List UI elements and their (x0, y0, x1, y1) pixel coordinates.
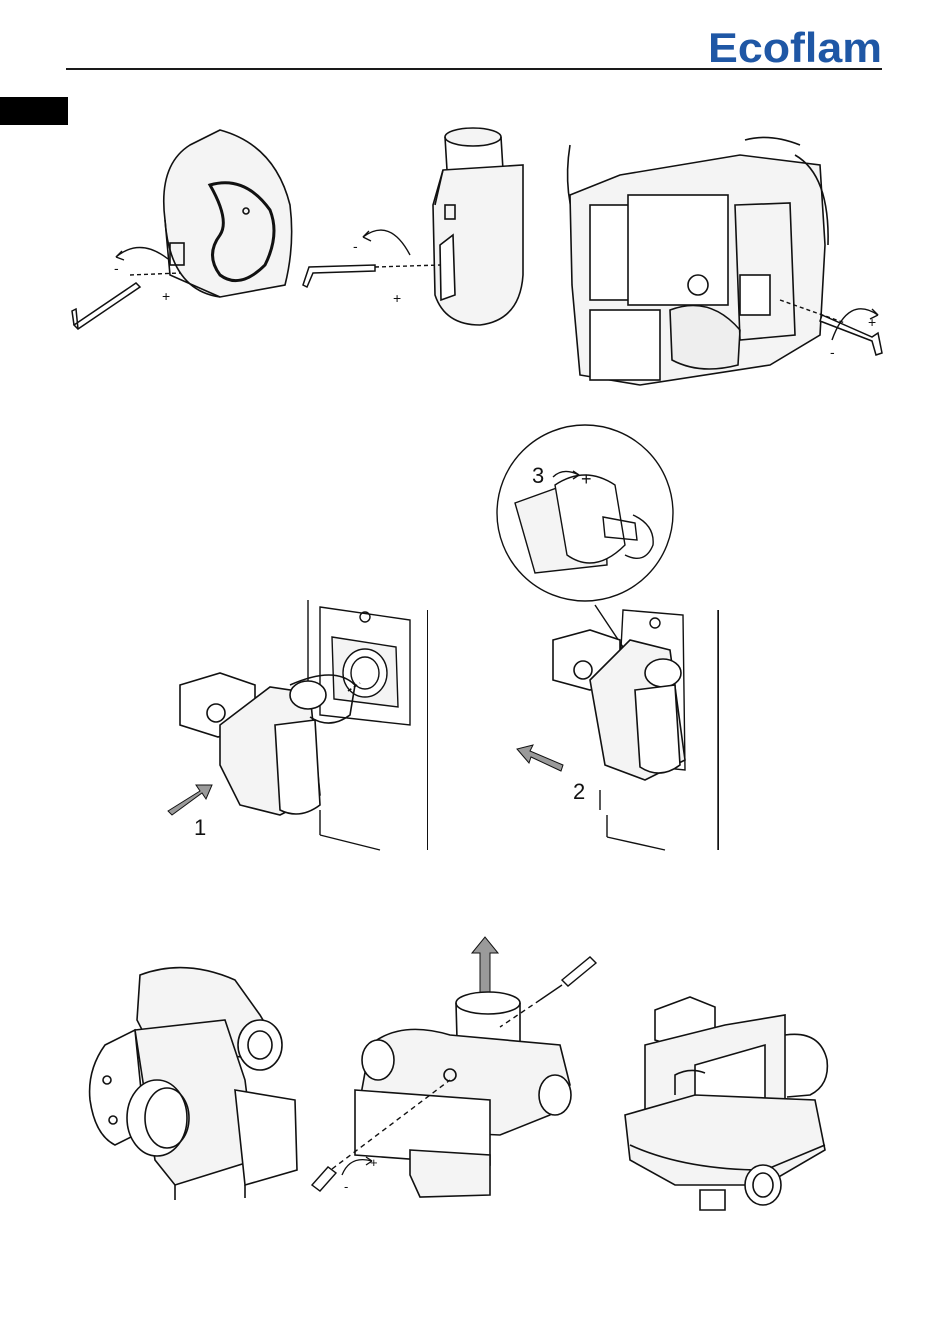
burner-illustration (553, 630, 685, 780)
sign-loosen: - (830, 344, 835, 360)
push-arrow-icon (168, 785, 212, 815)
burner-body-illustration (568, 137, 829, 385)
figure-cover-removal: - + (70, 125, 300, 345)
sign-tighten-detail: + (581, 469, 592, 489)
air-intake-illustration (433, 128, 523, 325)
figure-burner-mounted: 3 + (495, 445, 725, 850)
language-tab (0, 97, 68, 125)
step-label-2: 2 (573, 781, 585, 803)
figure-remove-blast-tube: + - (300, 935, 605, 1205)
burner-assembled-illustration (625, 997, 827, 1210)
hex-key-icon (72, 283, 140, 329)
figure-mount-burner (160, 595, 420, 850)
figure-burner-flange-view (75, 960, 305, 1200)
figure-air-intake: - + (295, 125, 540, 340)
brand-logo-text: Ecoflam (708, 24, 882, 71)
burner-cover-illustration (164, 130, 292, 297)
sign-tighten: + (370, 1155, 378, 1170)
rotation-arrow-icon (363, 230, 440, 267)
sign-loosen: - (353, 238, 358, 254)
sign-tighten: + (162, 288, 170, 304)
sign-loosen: - (114, 260, 119, 276)
pull-up-arrow-icon (472, 937, 498, 997)
rotation-arrow-icon (342, 1157, 372, 1175)
sign-tighten: + (393, 290, 401, 306)
step-label-3: 3 (532, 463, 544, 488)
section-divider (427, 610, 428, 850)
figure-burner-assembled (615, 985, 840, 1220)
brand-logo: Ecoflam (706, 22, 884, 72)
sign-loosen: - (344, 1179, 348, 1194)
burner-flange-illustration (90, 968, 297, 1200)
hex-key-icon (303, 265, 375, 287)
section-divider (718, 610, 719, 850)
header-rule (66, 68, 882, 70)
figure-control-box: + - (560, 135, 890, 393)
step-label-1: 1 (194, 817, 206, 839)
sign-tighten: + (868, 314, 876, 330)
burner-top-illustration (355, 992, 571, 1197)
boiler-plate-illustration (308, 600, 410, 850)
push-arrow-icon (517, 745, 563, 771)
detail-circle-illustration (497, 425, 673, 650)
screwdriver-icon (500, 957, 596, 1027)
